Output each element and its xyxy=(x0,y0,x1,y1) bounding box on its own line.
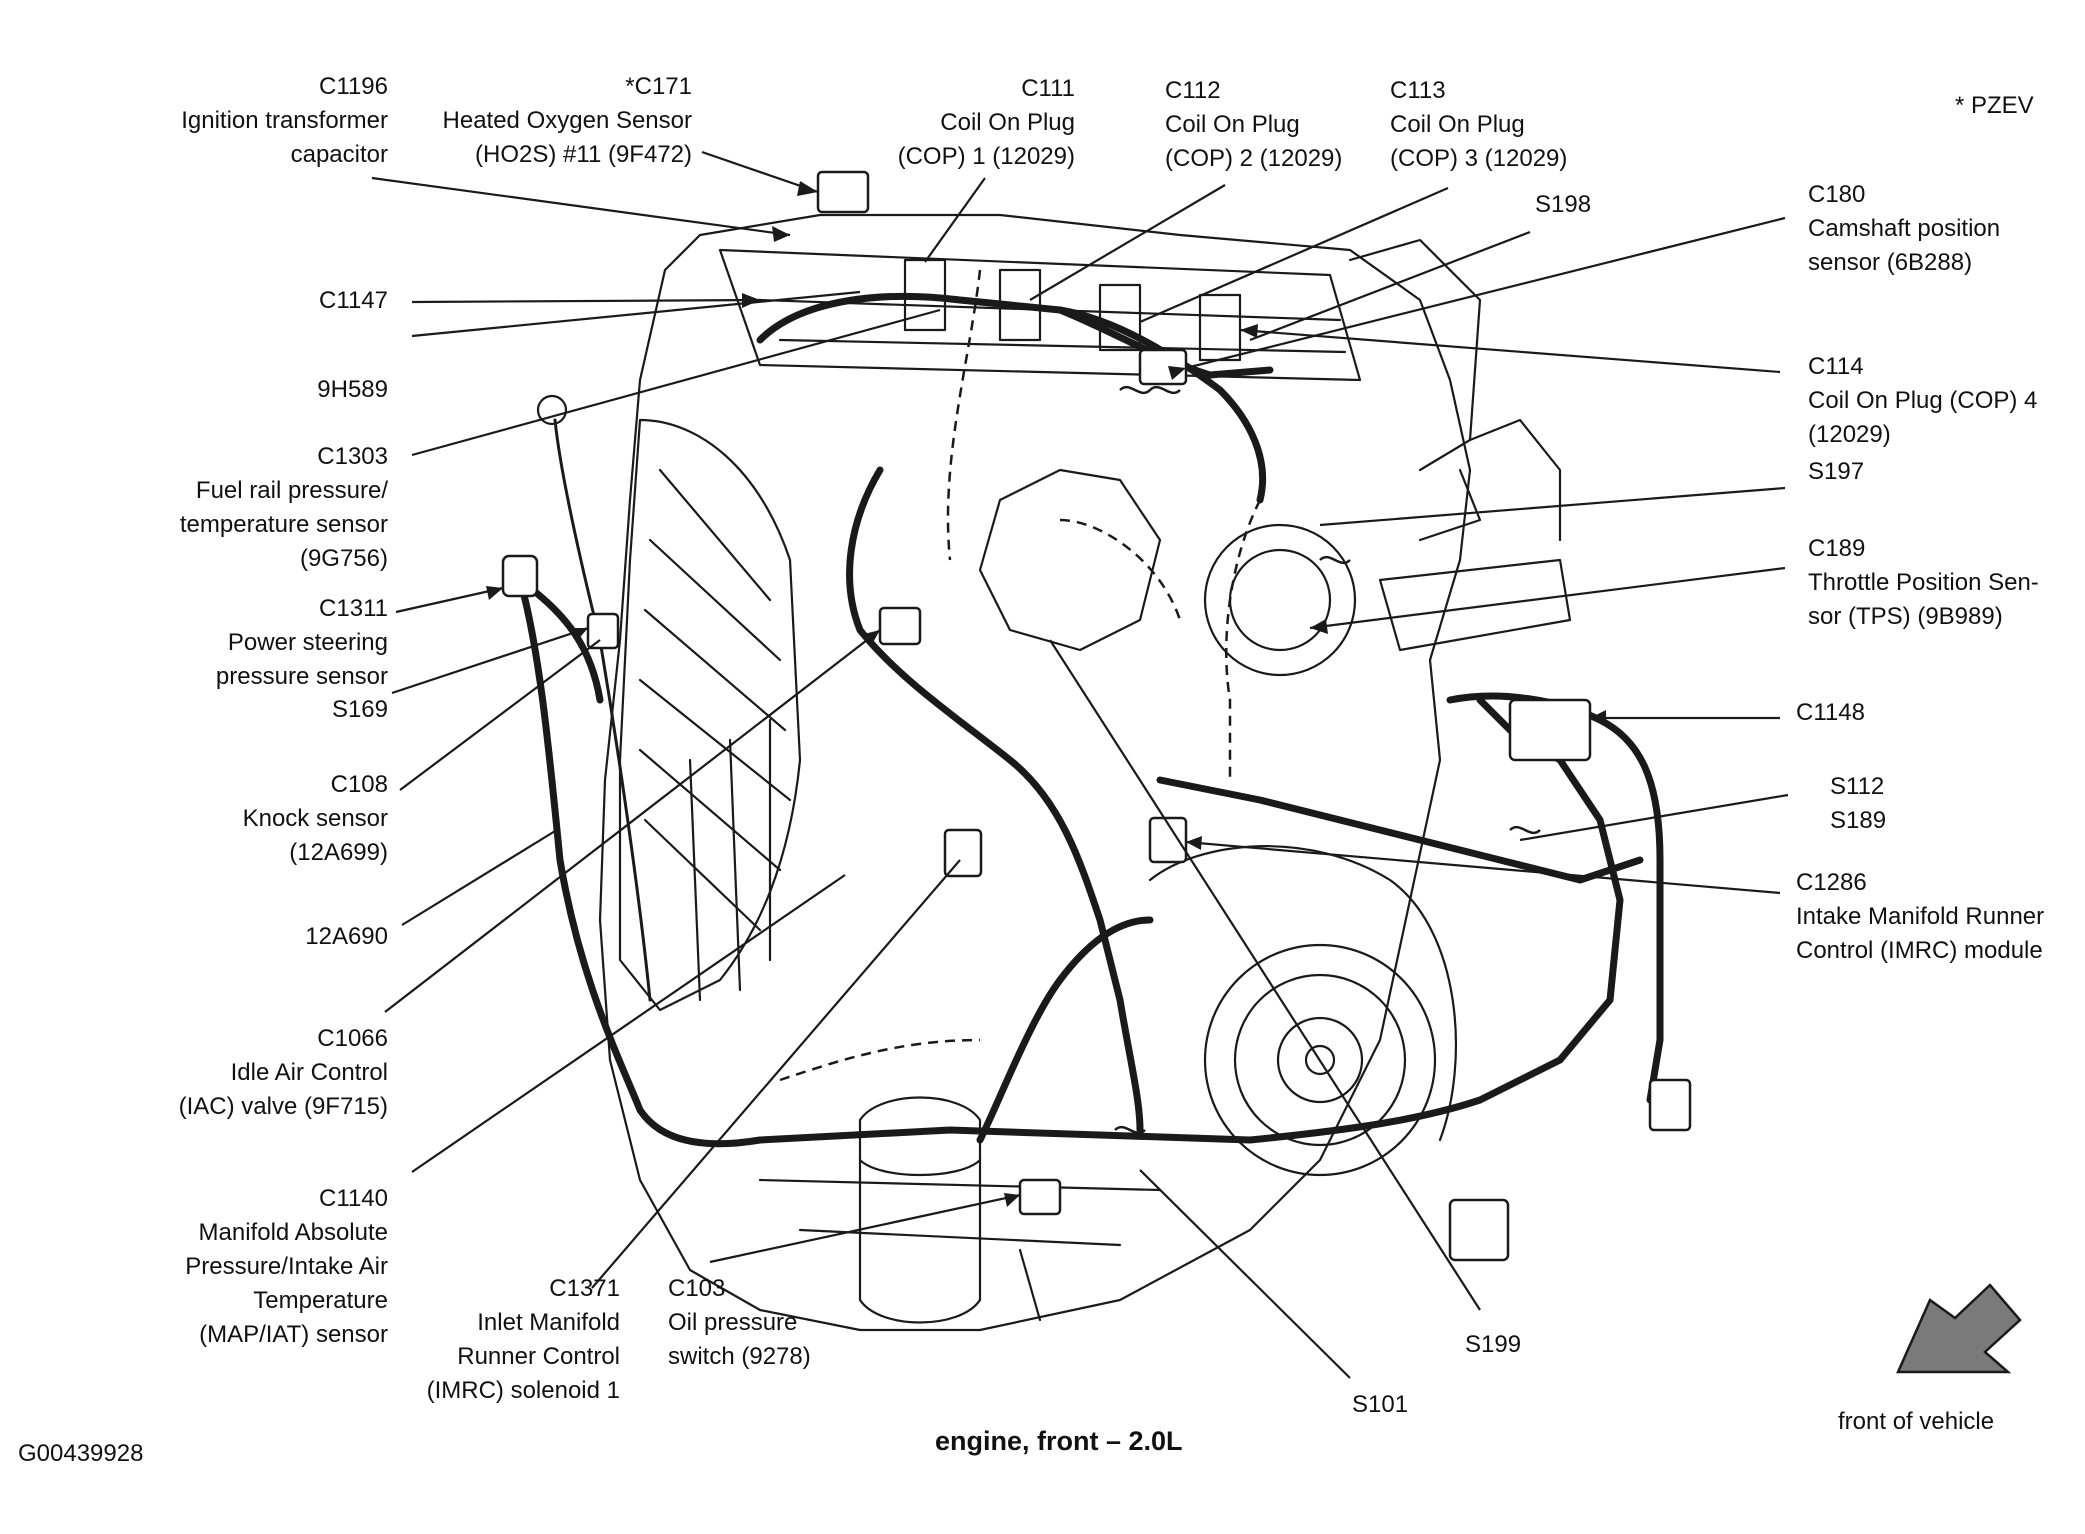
connector-harness-end xyxy=(1448,1198,1510,1262)
leader-c1196 xyxy=(371,176,791,237)
label-c1148: C1148 xyxy=(1796,699,1865,726)
throttle-body xyxy=(1203,523,1357,677)
connector-c1066 xyxy=(878,606,922,646)
leader-s199 xyxy=(1049,639,1481,1311)
connector-c108 xyxy=(586,612,620,650)
label-s199: S199 xyxy=(1465,1331,1522,1358)
leader-s197 xyxy=(1319,486,1786,527)
leader-s112 xyxy=(1519,793,1789,842)
leader-s198 xyxy=(1249,230,1531,342)
leader-c1371 xyxy=(591,859,961,1289)
connector-c180 xyxy=(1138,348,1188,386)
label-s197: S197 xyxy=(1808,458,1865,485)
leader-c111 xyxy=(924,177,986,263)
engine-block-outline xyxy=(598,213,1472,1332)
oil-filter xyxy=(858,1096,982,1324)
crank-pulley xyxy=(1203,943,1437,1177)
label-s169: S169 xyxy=(331,696,388,723)
harness-upper-loop xyxy=(756,292,1267,504)
label-s101: S101 xyxy=(1352,1391,1409,1418)
leader-c1286 xyxy=(1185,840,1781,895)
harness-center-drop xyxy=(846,466,1144,1134)
dipstick-tube xyxy=(553,418,652,1002)
front-of-vehicle-label: front of vehicle xyxy=(1838,1408,1995,1435)
harness-right-branch xyxy=(1156,776,1644,884)
connector-harness-tip xyxy=(1648,1078,1692,1132)
leader-c171 xyxy=(701,150,819,194)
connector-c1286 xyxy=(1148,816,1188,864)
label-9h589: 9H589 xyxy=(317,376,388,403)
label-12a690: 12A690 xyxy=(305,923,388,950)
diagram-caption: engine, front – 2.0L xyxy=(935,1426,1183,1456)
leader-c108 xyxy=(399,639,601,791)
label-s198: S198 xyxy=(1535,191,1592,218)
leader-12a690 xyxy=(401,827,561,926)
harness-main-left xyxy=(516,576,1624,1148)
leader-c113 xyxy=(1139,186,1449,324)
leader-s101 xyxy=(1139,1169,1351,1379)
connector-c171 xyxy=(816,170,870,214)
leader-c1311 xyxy=(395,586,504,614)
valve-cover xyxy=(718,248,1362,382)
leader-c1147 xyxy=(411,298,761,304)
leader-c189 xyxy=(1309,566,1786,630)
pzev-note: * PZEV xyxy=(1955,92,2034,119)
leader-c180 xyxy=(1185,216,1786,370)
leader-c1303 xyxy=(411,308,941,457)
leader-s169 xyxy=(391,626,589,695)
leader-c114 xyxy=(1239,328,1781,374)
leader-c103 xyxy=(709,1193,1021,1264)
connector-c1148 xyxy=(1508,698,1592,762)
exhaust-heat-shield xyxy=(618,418,802,1012)
connector-c1311 xyxy=(501,554,539,598)
connector-c1371 xyxy=(943,828,983,878)
label-c1147: C1147 xyxy=(319,287,388,314)
connector-c103 xyxy=(1018,1178,1062,1216)
leader-c1066 xyxy=(384,629,881,1013)
harness-cam-branch xyxy=(1056,306,1274,379)
figure-id: G00439928 xyxy=(18,1440,144,1467)
leader-9h589 xyxy=(411,290,861,338)
leader-c112 xyxy=(1029,184,1226,301)
front-of-vehicle-arrow-icon xyxy=(1896,1283,2022,1374)
leader-c1140 xyxy=(411,874,846,1173)
harness-lower-branch xyxy=(976,916,1154,1144)
